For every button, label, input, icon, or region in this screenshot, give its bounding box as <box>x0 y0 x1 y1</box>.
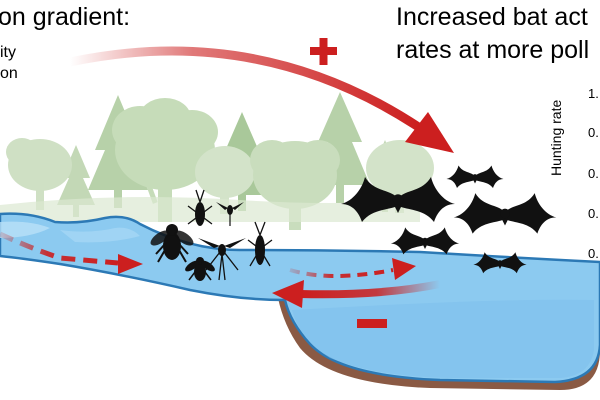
y-tick-label: 0. <box>588 246 599 261</box>
mayfly-icon <box>247 221 273 267</box>
arrowhead-icon <box>272 280 304 308</box>
positive-effect-arrow <box>69 46 423 132</box>
forest-background <box>0 92 434 230</box>
bats <box>341 165 557 274</box>
y-tick-label: 0. <box>588 125 599 140</box>
y-tick-label: 0. <box>588 166 599 181</box>
y-tick-label: 1. <box>588 86 599 101</box>
arrowhead-icon <box>118 254 143 274</box>
bat-icon <box>453 193 557 234</box>
negative-effect-arrow <box>299 280 441 299</box>
tree-icon <box>112 98 218 222</box>
bat-icon <box>473 252 527 274</box>
fly-icon <box>150 224 194 263</box>
left-panel-line-1: ity <box>0 44 16 61</box>
fly-icon <box>185 257 215 281</box>
right-panel-heading-1: Increased bat act <box>396 3 588 31</box>
downstream-arrow <box>0 231 119 266</box>
left-panel-line-2: on <box>0 65 18 82</box>
mosquito-icon <box>216 202 244 226</box>
mayfly-icon <box>187 189 213 226</box>
emergence-arrow <box>289 268 394 278</box>
arrowhead-icon <box>405 112 454 153</box>
y-axis-label: Hunting rate <box>548 99 564 176</box>
arrowhead-icon <box>392 258 416 280</box>
bat-icon <box>390 227 460 255</box>
tree-icon <box>6 138 72 210</box>
plus-icon <box>310 38 337 65</box>
insects <box>150 189 273 281</box>
arrows <box>0 46 454 308</box>
minus-icon <box>357 319 387 328</box>
y-tick-label: 0. <box>588 206 599 221</box>
bat-icon <box>341 177 455 222</box>
mosquito-icon <box>198 238 246 281</box>
tree-icon <box>250 140 340 230</box>
bat-icon <box>446 165 504 188</box>
right-panel-heading-2: rates at more poll <box>396 36 590 64</box>
left-panel-title: on gradient: <box>0 3 131 31</box>
